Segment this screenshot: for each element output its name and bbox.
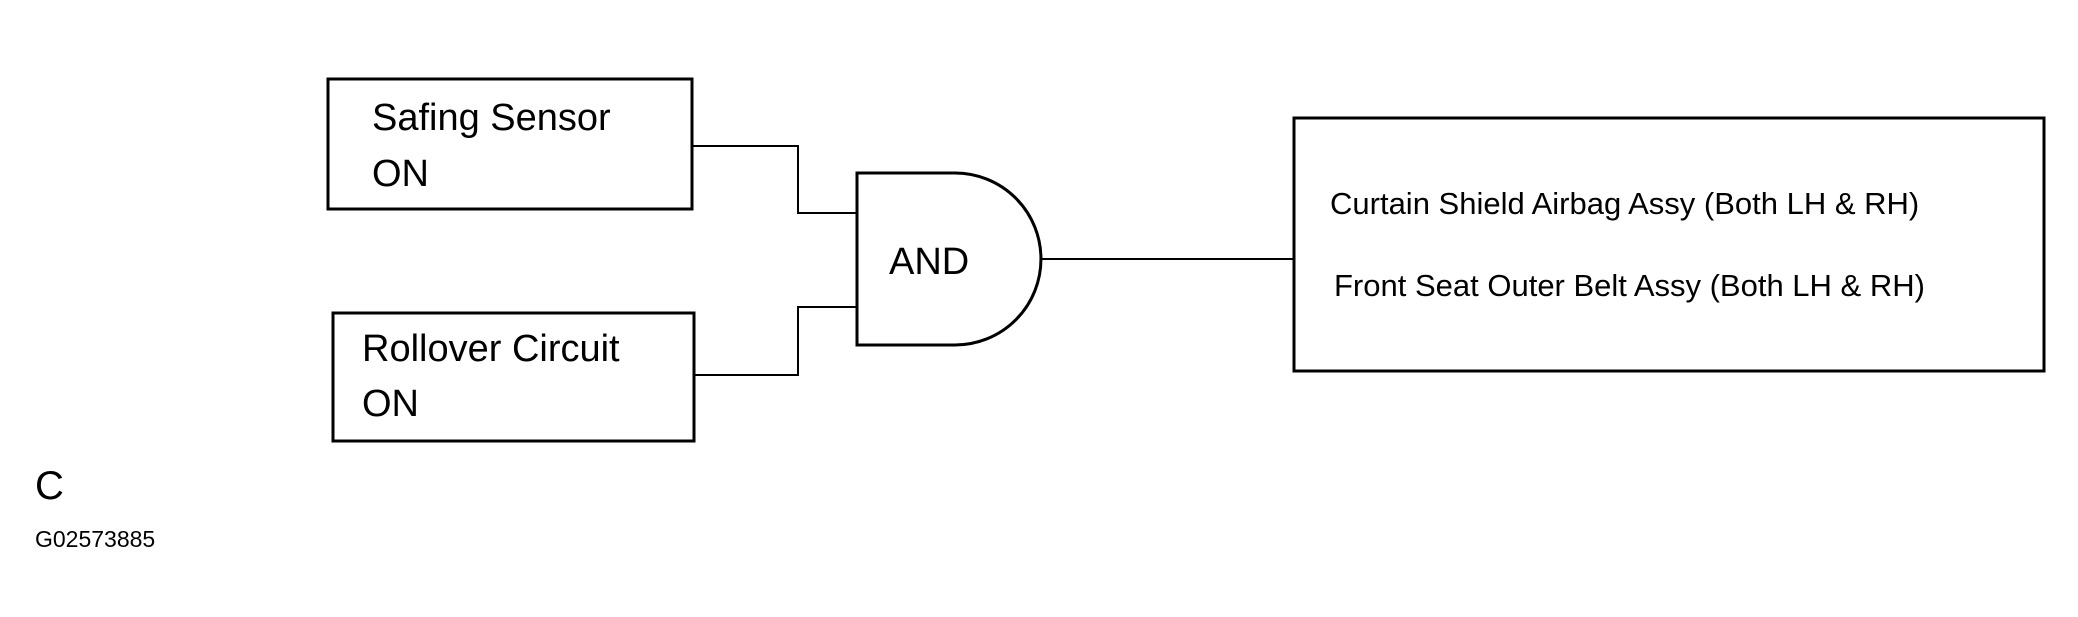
output-line-front-seat-belt: Front Seat Outer Belt Assy (Both LH & RH…	[1334, 268, 1925, 303]
figure-code: G02573885	[35, 526, 156, 552]
safing-sensor-label: Safing Sensor	[372, 97, 611, 139]
output-line-curtain-shield: Curtain Shield Airbag Assy (Both LH & RH…	[1330, 186, 1919, 221]
safing-sensor-box	[326, 77, 694, 211]
and-gate-shape	[855, 171, 1043, 347]
output-block: Curtain Shield Airbag Assy (Both LH & RH…	[1292, 116, 2046, 373]
figure-letter: C	[35, 464, 64, 508]
safing-sensor-state: ON	[372, 153, 429, 195]
rollover-circuit-label: Rollover Circuit	[362, 328, 620, 370]
safing-sensor-block: Safing Sensor ON	[326, 77, 694, 211]
and-gate-label: AND	[889, 241, 969, 283]
connector-safing-to-gate	[692, 145, 857, 214]
rollover-circuit-state: ON	[362, 383, 419, 425]
output-box	[1292, 116, 2046, 373]
connector-rollover-to-gate	[694, 306, 857, 376]
rollover-circuit-box	[331, 311, 696, 443]
rollover-circuit-block: Rollover Circuit ON	[331, 311, 696, 443]
and-gate: AND	[855, 171, 1043, 347]
